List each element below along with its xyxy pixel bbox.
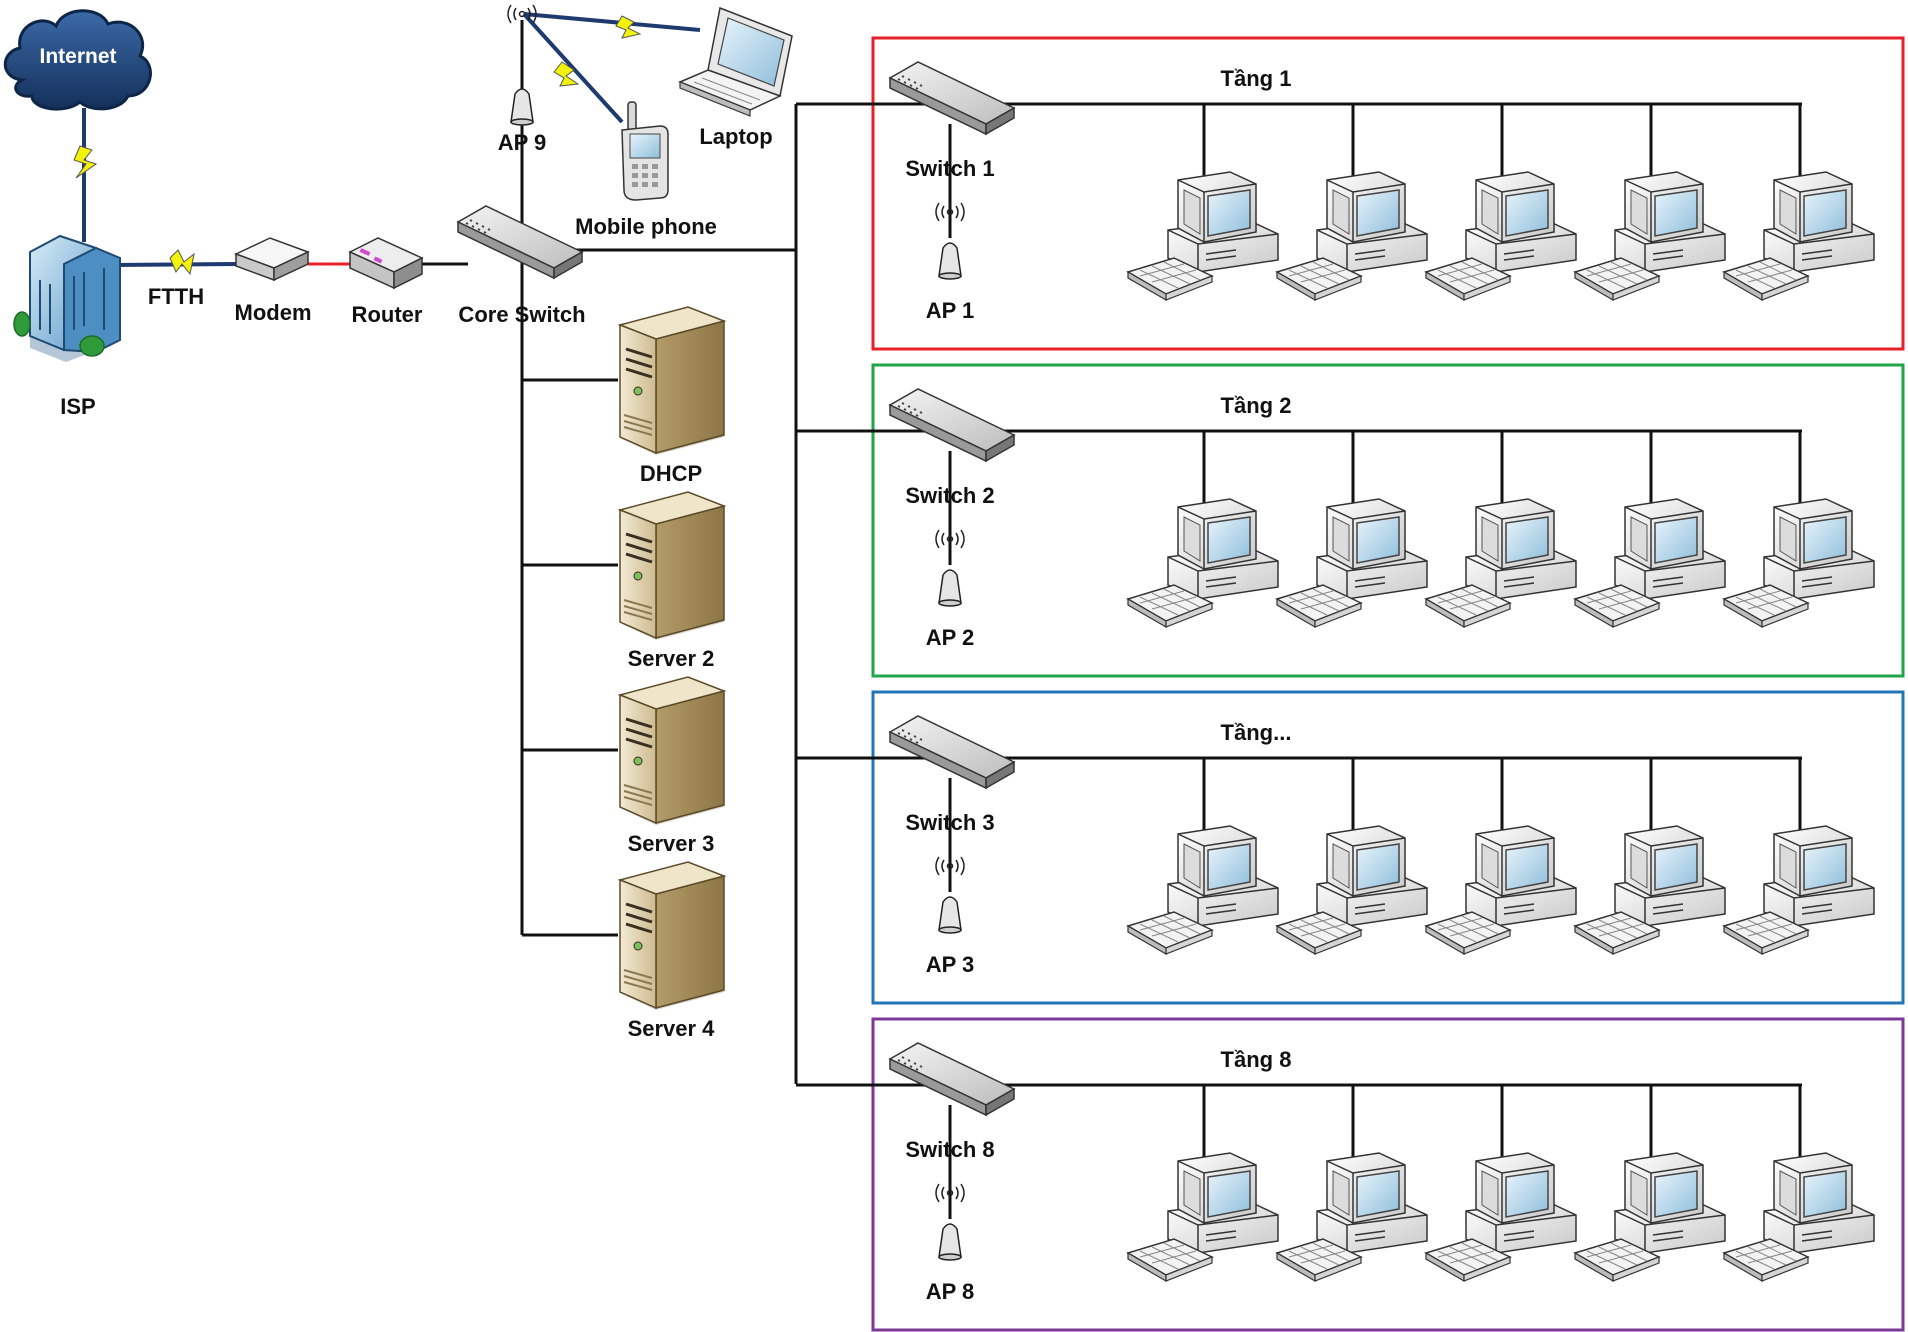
floor-switch-icon	[889, 715, 1015, 789]
floor-switch-label: Switch 3	[905, 810, 995, 835]
desktop-pc-icon	[1276, 498, 1428, 628]
server-label: Server 4	[627, 1016, 715, 1041]
wireless-link-laptop	[523, 12, 701, 32]
internet-label: Internet	[39, 45, 117, 68]
mobile-phone-label: Mobile phone	[575, 214, 717, 239]
lightning-icon	[615, 15, 642, 39]
lightning-icon	[169, 249, 195, 276]
floor-title: Tầng 2	[1220, 393, 1292, 418]
access-point-icon	[938, 242, 962, 280]
modem-icon	[234, 237, 310, 282]
floor-group	[796, 1017, 1905, 1332]
floor-title: Tầng...	[1220, 720, 1292, 745]
server-label: Server 2	[627, 646, 715, 671]
server-icon	[618, 860, 726, 1012]
ftth-label: FTTH	[147, 284, 205, 309]
laptop-icon	[678, 6, 793, 117]
desktop-pc-icon	[1425, 498, 1577, 628]
desktop-pc-icon	[1723, 171, 1875, 301]
access-point-icon	[938, 896, 962, 934]
access-point-icon	[938, 569, 962, 607]
lightning-icon	[73, 145, 98, 179]
desktop-pc-icon	[1425, 171, 1577, 301]
desktop-pc-icon	[1425, 825, 1577, 955]
desktop-pc-icon	[1723, 1152, 1875, 1282]
floor-ap-label: AP 3	[925, 952, 975, 977]
desktop-pc-icon	[1127, 1152, 1279, 1282]
ap9-label: AP 9	[497, 130, 547, 155]
internet-cloud-icon	[3, 9, 152, 111]
floor-ap-label: AP 2	[925, 625, 975, 650]
floor-title: Tầng 1	[1220, 66, 1292, 91]
desktop-pc-icon	[1276, 825, 1428, 955]
server-icon	[618, 305, 726, 457]
floors	[796, 36, 1905, 1332]
floor-border	[871, 1017, 1905, 1332]
modem-label: Modem	[234, 300, 312, 325]
desktop-pc-icon	[1574, 825, 1726, 955]
floor-switch-label: Switch 8	[905, 1137, 995, 1162]
floor-switch-label: Switch 2	[905, 483, 995, 508]
server-label: DHCP	[639, 461, 703, 486]
wireless-link-phone	[522, 12, 624, 124]
desktop-pc-icon	[1127, 171, 1279, 301]
desktop-pc-icon	[1574, 498, 1726, 628]
floor-switch-label: Switch 1	[905, 156, 995, 181]
desktop-pc-icon	[1127, 498, 1279, 628]
isp-label: ISP	[60, 394, 96, 419]
floor-switch-icon	[889, 388, 1015, 462]
floor-border	[871, 690, 1905, 1005]
server-icon	[618, 675, 726, 827]
laptop-label: Laptop	[699, 124, 773, 149]
desktop-pc-icon	[1276, 1152, 1428, 1282]
floor-switch-icon	[889, 61, 1015, 135]
floor-ap-label: AP 8	[925, 1279, 975, 1304]
server-icon	[618, 490, 726, 642]
desktop-pc-icon	[1723, 825, 1875, 955]
desktop-pc-icon	[1276, 171, 1428, 301]
server-label: Server 3	[627, 831, 715, 856]
floor-group	[796, 363, 1905, 678]
floor-title: Tầng 8	[1220, 1047, 1292, 1072]
desktop-pc-icon	[1574, 171, 1726, 301]
floor-border	[871, 36, 1905, 351]
access-point-icon	[938, 1223, 962, 1261]
lightning-icon	[553, 61, 580, 87]
router-label: Router	[351, 302, 423, 327]
desktop-pc-icon	[1723, 498, 1875, 628]
wiring	[520, 20, 798, 1084]
floor-ap-label: AP 1	[925, 298, 975, 323]
router-icon	[348, 237, 424, 290]
mobile-phone-icon	[621, 101, 669, 201]
floor-switch-icon	[889, 1042, 1015, 1116]
desktop-pc-icon	[1425, 1152, 1577, 1282]
floor-group	[796, 690, 1905, 1005]
core-switch-icon	[457, 205, 583, 279]
ap9-icon	[510, 88, 534, 126]
isp-building-icon	[13, 234, 121, 362]
core-switch-label: Core Switch	[458, 302, 586, 327]
floor-border	[871, 363, 1905, 678]
desktop-pc-icon	[1127, 825, 1279, 955]
floor-group	[796, 36, 1905, 351]
desktop-pc-icon	[1574, 1152, 1726, 1282]
